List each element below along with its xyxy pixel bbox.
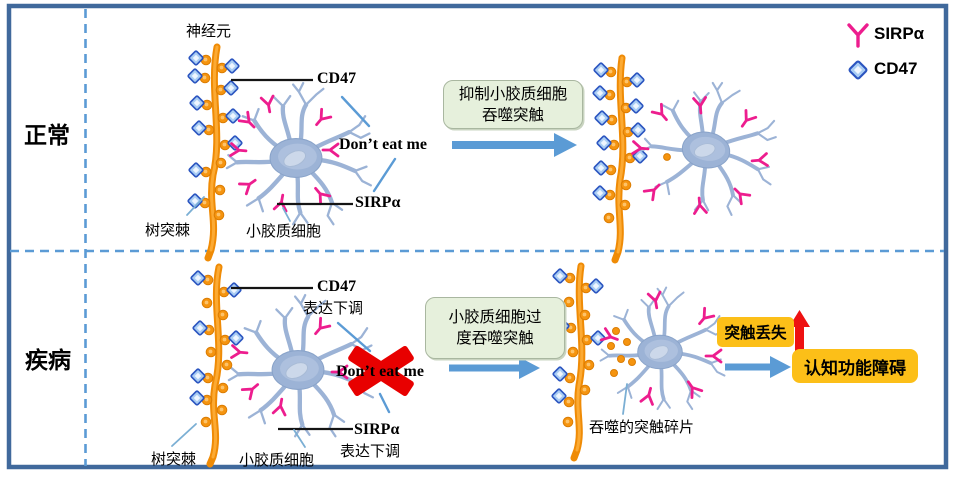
disease-process-box-line1: 小胶质细胞过 [448, 309, 542, 326]
engulfed-synapse-fragments [607, 327, 636, 377]
legend-cd47-label: CD47 [874, 59, 918, 78]
legend-cd47-icon [847, 59, 869, 81]
outcome-arrow [725, 356, 791, 378]
disease-dont-eat-me-label: Don’t eat me [336, 363, 424, 380]
cd47-label: CD47 [317, 70, 357, 87]
row-label-disease: 疾病 [25, 347, 71, 373]
normal-dendrite [186, 43, 244, 262]
donteat-sirpa-connector [372, 157, 397, 193]
figure-border [6, 3, 949, 470]
spine-label: 树突棘 [145, 223, 191, 239]
dont-eat-me-label: Don’t eat me [339, 136, 427, 153]
disease-cd47-label: CD47 [317, 278, 357, 295]
normal-result-dendrite [591, 54, 649, 264]
normal-process-box-line1: 抑制小胶质细胞 [458, 85, 568, 103]
legend-sirpa-icon [847, 23, 869, 48]
cd47-donteat-connector [340, 95, 371, 128]
disease-sirpa-label: SIRPα [354, 421, 400, 438]
blocked-x-icon [348, 345, 414, 397]
disease-microglia-label: 小胶质细胞 [239, 453, 315, 469]
spine-leader-line [186, 196, 205, 216]
disease-donteat-sirpa-connector [378, 392, 391, 414]
disease-sirpa-sub-label: 表达下调 [340, 444, 401, 460]
disease-microglia-leader-line [293, 429, 306, 448]
disease-spine-leader-line [171, 423, 197, 447]
fragments-leader-line [622, 383, 628, 415]
normal-process-box: 抑制小胶质细胞 吞噬突触 [443, 80, 583, 129]
microglia-label: 小胶质细胞 [246, 224, 322, 240]
disease-spine-label: 树突棘 [151, 452, 197, 468]
microglia-leader-line [282, 207, 291, 222]
disease-cd47-sub-label: 表达下调 [303, 301, 364, 317]
row-label-normal: 正常 [24, 122, 70, 148]
normal-result-microglia [632, 71, 786, 222]
fragments-label: 吞噬的突触碎片 [589, 420, 695, 436]
disease-dendrite [188, 263, 245, 468]
legend-sirpa-label: SIRPα [874, 24, 925, 43]
disease-result-microglia [598, 285, 727, 411]
neuron-label: 神经元 [186, 24, 232, 40]
disease-process-box: 小胶质细胞过 度吞噬突触 [425, 297, 565, 359]
cognitive-impairment-box: 认知功能障碍 [792, 349, 918, 383]
normal-process-arrow [452, 133, 577, 157]
synapse-loss-box: 突触丢失 [717, 317, 794, 347]
disease-process-box-line2: 度吞噬突触 [456, 330, 534, 347]
disease-result-dendrite [550, 262, 607, 462]
sirpa-label: SIRPα [355, 194, 401, 211]
disease-cd47-donteat-connector [336, 321, 372, 353]
normal-process-box-line2: 吞噬突触 [481, 106, 544, 124]
synapse-loss-up-arrow [789, 310, 810, 353]
disease-process-arrow [449, 357, 540, 379]
